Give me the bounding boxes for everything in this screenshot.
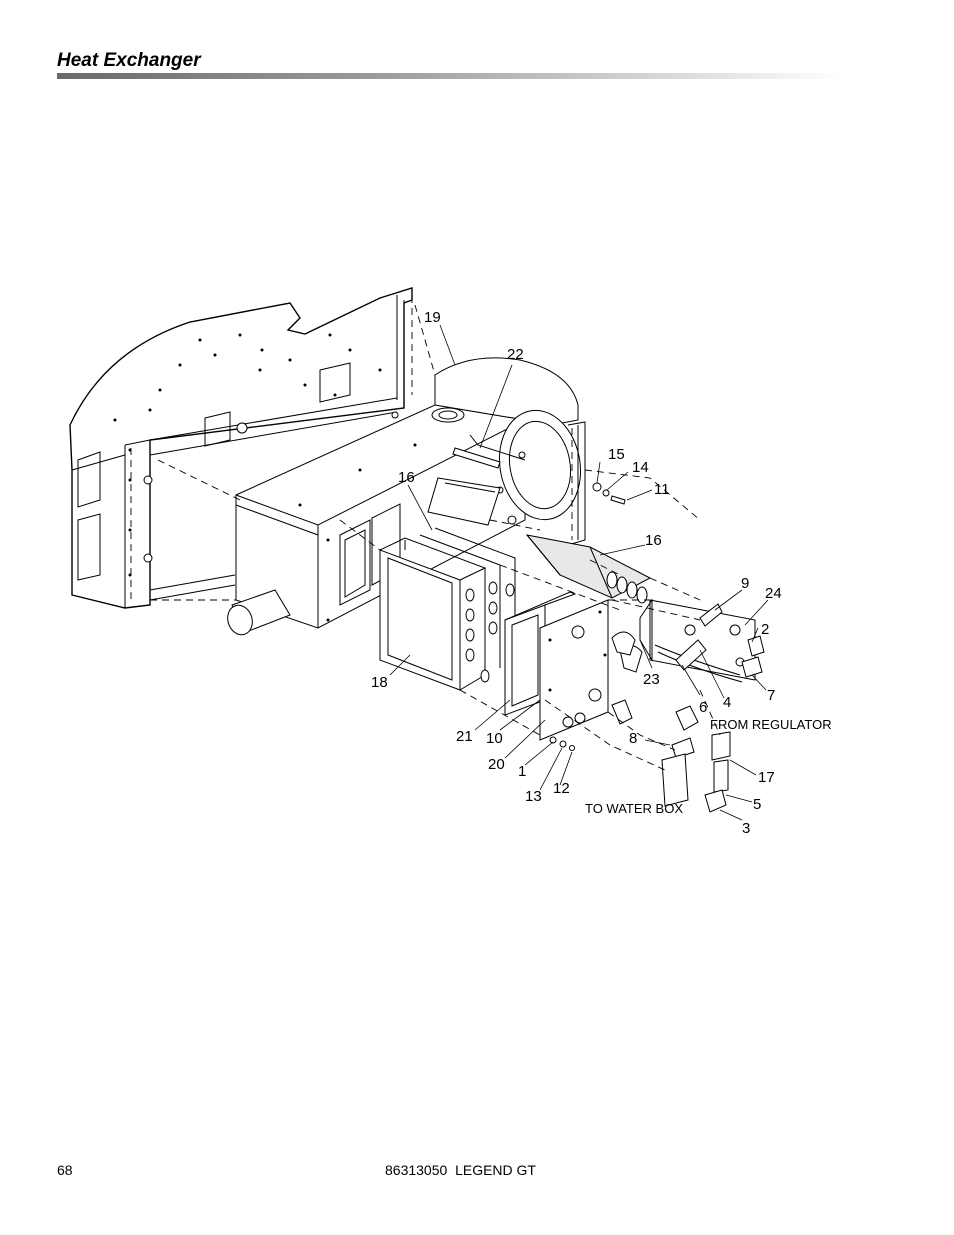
callout-19: 19: [424, 309, 441, 326]
callout-1: 1: [518, 763, 526, 780]
callout-12: 12: [553, 780, 570, 797]
document-id: 86313050 LEGEND GT: [385, 1162, 536, 1178]
callout-2: 2: [761, 621, 769, 638]
callout-4: 4: [723, 694, 731, 711]
callout-16-upper: 16: [398, 469, 415, 486]
callout-17: 17: [758, 769, 775, 786]
callout-10: 10: [486, 730, 503, 747]
rear-housing: [69, 287, 413, 609]
callout-16-lower: 16: [645, 532, 662, 549]
callout-14: 14: [632, 459, 649, 476]
callout-21: 21: [456, 728, 473, 745]
note-to-water-box: TO WATER BOX: [585, 801, 683, 816]
callout-18: 18: [371, 674, 388, 691]
callout-labels: 19 22 15 14 11 16 16 9 24 2 23 6 4 7 18 …: [371, 309, 832, 837]
fittings: [549, 482, 765, 813]
blower-housing: [434, 357, 586, 546]
callout-24: 24: [765, 585, 782, 602]
callout-6: 6: [699, 699, 707, 716]
callout-8: 8: [629, 730, 637, 747]
burner-tray: [525, 534, 652, 604]
callout-5: 5: [753, 796, 761, 813]
page-number: 68: [57, 1162, 73, 1178]
explode-lines: [150, 304, 721, 771]
callout-7: 7: [767, 687, 775, 704]
callout-13: 13: [525, 788, 542, 805]
callout-20: 20: [488, 756, 505, 773]
callout-22: 22: [507, 346, 524, 363]
leader-lines: [389, 324, 769, 821]
callout-3: 3: [742, 820, 750, 837]
callout-11: 11: [654, 481, 670, 498]
end-plate: [539, 599, 609, 741]
header-rule: [57, 73, 842, 79]
page-title: Heat Exchanger: [57, 50, 201, 71]
callout-15: 15: [608, 446, 625, 463]
baffle-plate-upper: [427, 434, 526, 526]
note-from-regulator: FROM REGULATOR: [710, 717, 832, 732]
callout-23: 23: [643, 671, 660, 688]
callout-9: 9: [741, 575, 749, 592]
